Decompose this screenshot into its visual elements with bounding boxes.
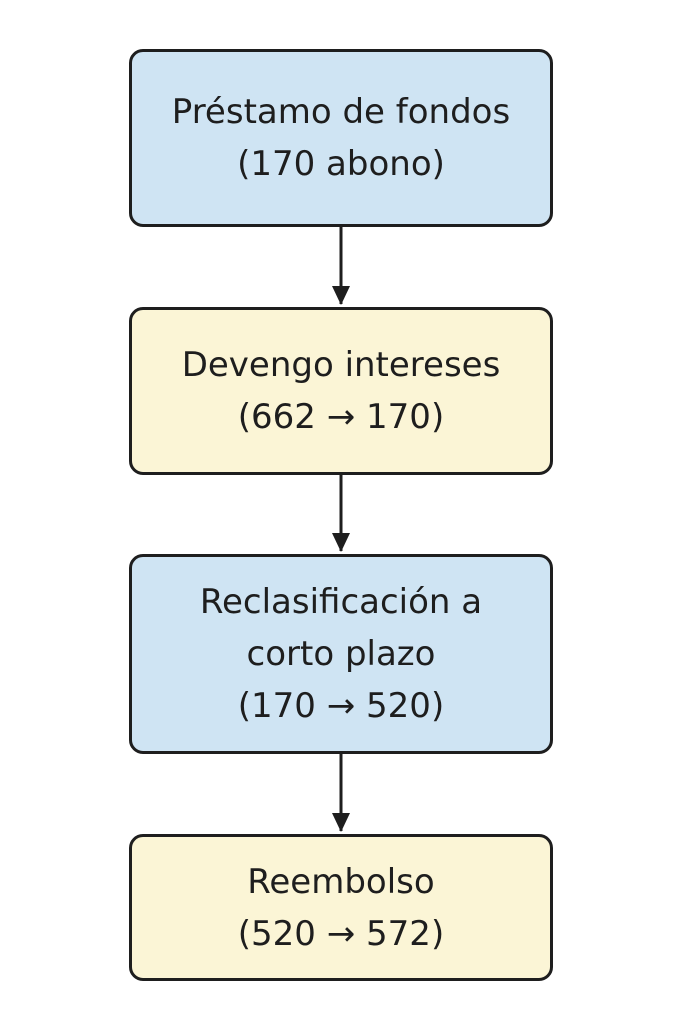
- node-label-line: Reembolso: [247, 861, 435, 902]
- node-prestamo-de-fondos: Préstamo de fondos (170 abono): [129, 49, 553, 227]
- node-label-line: (170 → 520): [237, 686, 445, 726]
- node-label-line: (520 → 572): [237, 913, 445, 954]
- node-reembolso: Reembolso (520 → 572): [129, 834, 553, 981]
- node-label-line: (170 abono): [237, 144, 445, 184]
- arrowhead-n1-to-n2: [332, 286, 350, 305]
- arrowhead-n3-to-n4: [332, 813, 350, 832]
- node-label-line: Devengo intereses: [181, 345, 501, 385]
- node-label-line: (662 → 170): [237, 397, 445, 437]
- arrowhead-n2-to-n3: [332, 533, 350, 552]
- node-label-line: Préstamo de fondos: [171, 92, 511, 132]
- node-label-line: Reclasificación a: [199, 582, 483, 622]
- node-reclasificacion-corto-plazo: Reclasificación a corto plazo (170 → 520…: [129, 554, 553, 754]
- node-label-line: corto plazo: [246, 634, 436, 674]
- node-devengo-intereses: Devengo intereses (662 → 170): [129, 307, 553, 475]
